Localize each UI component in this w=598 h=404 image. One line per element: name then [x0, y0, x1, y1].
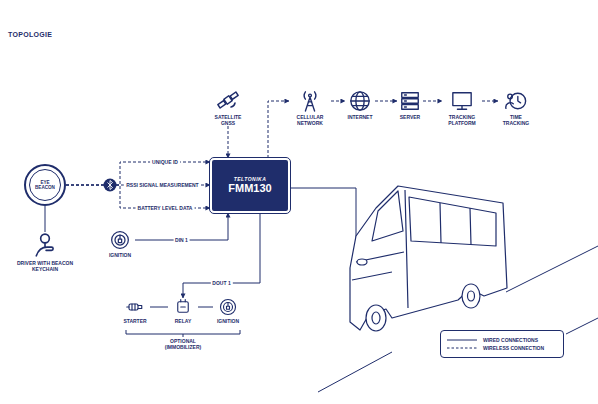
- node-icon: [110, 230, 130, 250]
- cell-tower-icon: CELLULAR NETWORK: [289, 90, 331, 126]
- road-line: [318, 352, 392, 392]
- legend-line: [447, 348, 477, 349]
- note-label: OPTIONAL (IMMOBILIZER): [153, 338, 213, 350]
- node-label: CELLULAR NETWORK: [289, 114, 331, 126]
- brand-label: TELTONIKA: [234, 176, 267, 182]
- node-label: IGNITION: [105, 252, 135, 258]
- node-label: SERVER: [397, 114, 423, 120]
- node-label: STARTER: [120, 318, 150, 324]
- platform-icon: TRACKING PLATFORM: [442, 90, 482, 126]
- edge-label: DIN 1: [173, 237, 190, 244]
- node-icon: [126, 298, 144, 316]
- node-label: INTERNET: [345, 114, 375, 120]
- wired-line: [290, 188, 356, 246]
- node-icon: [219, 298, 237, 316]
- van-panel-line: [352, 190, 408, 308]
- node-icon: [32, 232, 58, 258]
- time-tracking-icon: TIME TRACKING: [498, 90, 534, 126]
- server-icon: SERVER: [397, 90, 423, 120]
- node-icon: [399, 90, 421, 112]
- beacon-circle: EYE BEACON: [24, 164, 66, 206]
- edge-label: UNIQUE ID: [150, 159, 180, 166]
- driver-icon: DRIVER WITH BEACON KEYCHAIN: [15, 232, 75, 272]
- wireless-connector: [268, 101, 289, 158]
- wireless-connector: [375, 101, 397, 102]
- wheel-hub: [468, 291, 475, 301]
- node-label: RELAY: [168, 318, 198, 324]
- van-body: [350, 186, 507, 330]
- node-label: IGNITION: [213, 318, 243, 324]
- wireless-connector: [228, 126, 229, 158]
- wheel-hub: [372, 312, 380, 324]
- node-icon: [451, 90, 473, 112]
- headlight: [357, 259, 367, 265]
- bracket: [126, 330, 240, 337]
- windshield: [372, 191, 403, 241]
- node-icon: [174, 298, 192, 316]
- internet-icon: INTERNET: [345, 90, 375, 120]
- wireless-connector: [331, 101, 345, 102]
- road-line: [566, 318, 598, 334]
- node-label: TRACKING PLATFORM: [442, 114, 482, 126]
- page-title: TOPOLOGIE: [8, 31, 52, 38]
- road-line: [506, 246, 598, 292]
- ignition-icon: IGNITION: [213, 298, 243, 324]
- wired-connector: [45, 206, 46, 232]
- edge-label: BATTERY LEVEL DATA: [136, 205, 195, 212]
- node-icon: [349, 90, 371, 112]
- node-label: TIME TRACKING: [498, 114, 534, 126]
- tracker-box: TELTONIKAFMM130: [210, 158, 290, 213]
- node-label: SATELLITE GNSS: [210, 114, 246, 126]
- wheel: [366, 305, 386, 331]
- side-windows: [409, 197, 496, 246]
- node-label: DRIVER WITH BEACON KEYCHAIN: [15, 260, 75, 272]
- relay-icon: RELAY: [168, 298, 198, 324]
- node-icon: [299, 90, 321, 112]
- bluetooth-rune: [108, 181, 113, 190]
- beacon-text-wrap: EYE BEACON: [33, 180, 57, 191]
- model-label: FMM130: [228, 182, 271, 195]
- bluetooth-icon: [104, 179, 117, 192]
- window-pillar: [440, 203, 471, 245]
- edge-label: RSSI SIGNAL MEASUREMENT: [124, 182, 200, 189]
- edge-label: DOUT 1: [210, 280, 232, 287]
- van: [350, 186, 507, 331]
- node-label: EYE BEACON: [33, 180, 57, 191]
- ignition-icon: IGNITION: [105, 230, 135, 258]
- wireless-connector: [482, 101, 498, 102]
- wireless-connector: [423, 101, 442, 102]
- legend-sample: [447, 345, 477, 351]
- node-icon: [505, 90, 527, 112]
- wired-connector: [183, 213, 260, 298]
- legend-row: WIRELESS CONNECTION: [447, 345, 557, 351]
- legend-label: WIRED CONNECTIONS: [483, 337, 538, 343]
- legend-line: [447, 340, 477, 341]
- legend-box: WIRED CONNECTIONS WIRELESS CONNECTION: [440, 330, 564, 358]
- legend-label: WIRELESS CONNECTION: [483, 345, 544, 351]
- legend-sample: [447, 337, 477, 343]
- node-icon: [216, 88, 240, 112]
- wired-connector: [150, 307, 168, 308]
- wheel: [462, 284, 480, 308]
- wired-connector: [198, 307, 213, 308]
- satellite-icon: SATELLITE GNSS: [210, 88, 246, 126]
- legend-row: WIRED CONNECTIONS: [447, 337, 557, 343]
- starter-icon: STARTER: [120, 298, 150, 324]
